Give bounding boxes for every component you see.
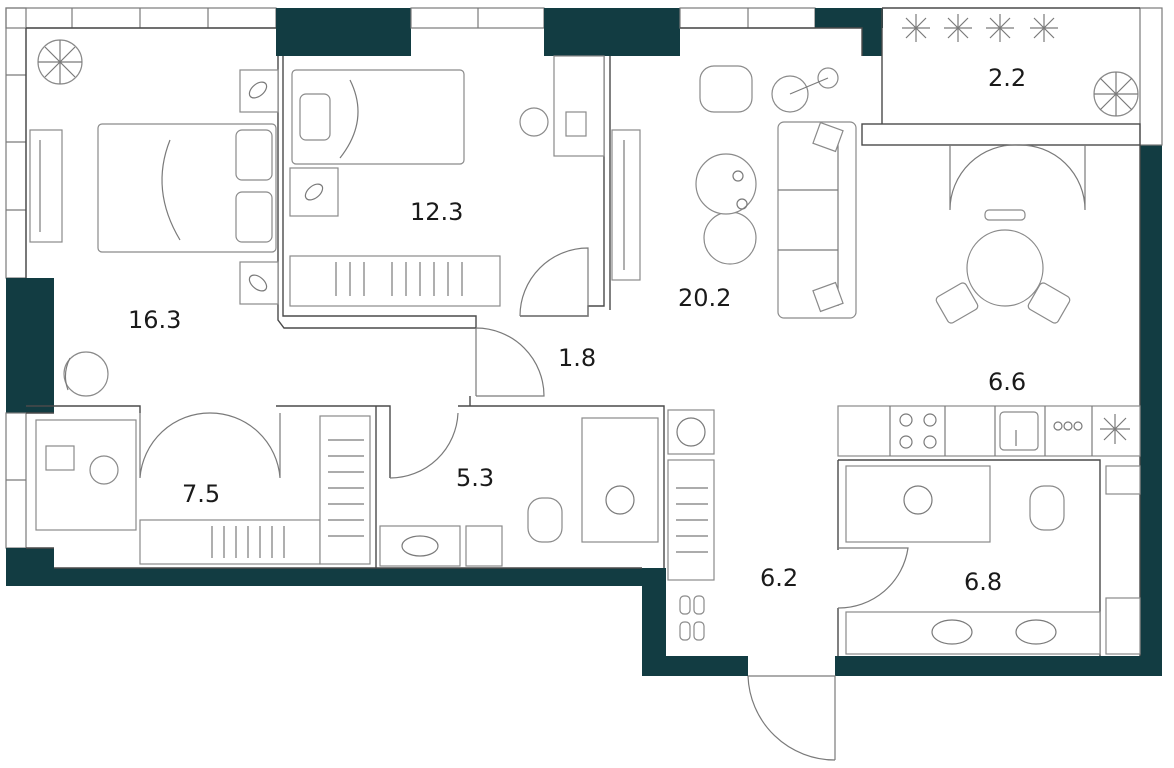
bedroom-large-furniture [29,39,279,397]
living-room-furniture [611,65,857,319]
door-icon [949,144,1086,211]
closet-furniture [35,415,371,565]
room-area-kitchen: 6.6 [988,368,1026,396]
nightstand [239,69,279,113]
window-icon [5,7,277,29]
coffee-table [695,153,757,265]
bedroom-small-furniture [289,55,605,307]
interior-walls [25,7,1141,656]
room-area-living-room: 20.2 [678,284,731,312]
toilet-icon [527,497,563,543]
toilet-icon [1029,485,1065,531]
sink-icon [845,611,1101,655]
kitchen-appliances [899,411,1130,451]
slippers-icon [679,595,705,641]
entrance-furniture [667,409,715,641]
tv-icon [29,129,63,243]
tv-icon [611,129,641,281]
doors [139,144,1086,761]
balcony-furniture [902,14,1139,117]
window-icon [1139,7,1163,146]
wardrobe-icon [139,519,321,565]
fridge-icon [1100,414,1130,444]
sink-icon [999,411,1039,451]
lamp [771,67,839,113]
sofa-icon [777,121,857,319]
dishwasher [1053,421,1083,431]
door-icon [837,547,909,609]
wardrobe-icon [319,415,371,565]
room-area-bathroom-large: 6.8 [964,568,1002,596]
plant-icon [1093,71,1139,117]
room-area-bedroom-small: 12.3 [410,198,463,226]
chair-icon [519,107,549,137]
bathroom-small-furniture [379,417,659,567]
dining-table-icon [935,209,1071,324]
room-area-bedroom-large: 16.3 [128,306,181,334]
room-area-closet: 7.5 [182,480,220,508]
shower-icon [581,417,659,543]
nightstand [239,261,279,305]
shower-icon [845,465,991,543]
chair-icon [89,455,119,485]
sink-icon [379,525,461,567]
stove-icon [899,413,937,449]
armchair-icon [699,65,753,113]
room-area-labels: 16.3 12.3 20.2 2.2 1.8 6.6 7.5 5.3 6.2 6… [128,64,1026,596]
door-icon [519,247,589,317]
window-icon [5,7,27,279]
desk-icon [553,55,605,157]
kitchen-counter [837,405,1141,457]
wardrobe-icon [289,255,501,307]
bed-icon [97,123,277,253]
room-area-balcony: 2.2 [988,64,1026,92]
door-icon [389,412,459,479]
plant-icon [37,39,83,85]
room-area-entrance: 6.2 [760,564,798,592]
armchair-icon [63,351,109,397]
plant-icon [902,14,1058,42]
desk-icon [35,419,137,531]
bathroom-large-furniture [845,465,1141,655]
nightstand [289,167,339,217]
door-icon [475,327,545,397]
washing-machine-icon [465,525,503,567]
bed-icon [291,69,465,165]
door-icon [747,675,836,761]
exterior-walls [5,7,1163,676]
room-area-bathroom-small: 5.3 [456,464,494,492]
door-icon [139,412,281,479]
washing-machine-icon [667,409,715,455]
room-area-hall: 1.8 [558,344,596,372]
